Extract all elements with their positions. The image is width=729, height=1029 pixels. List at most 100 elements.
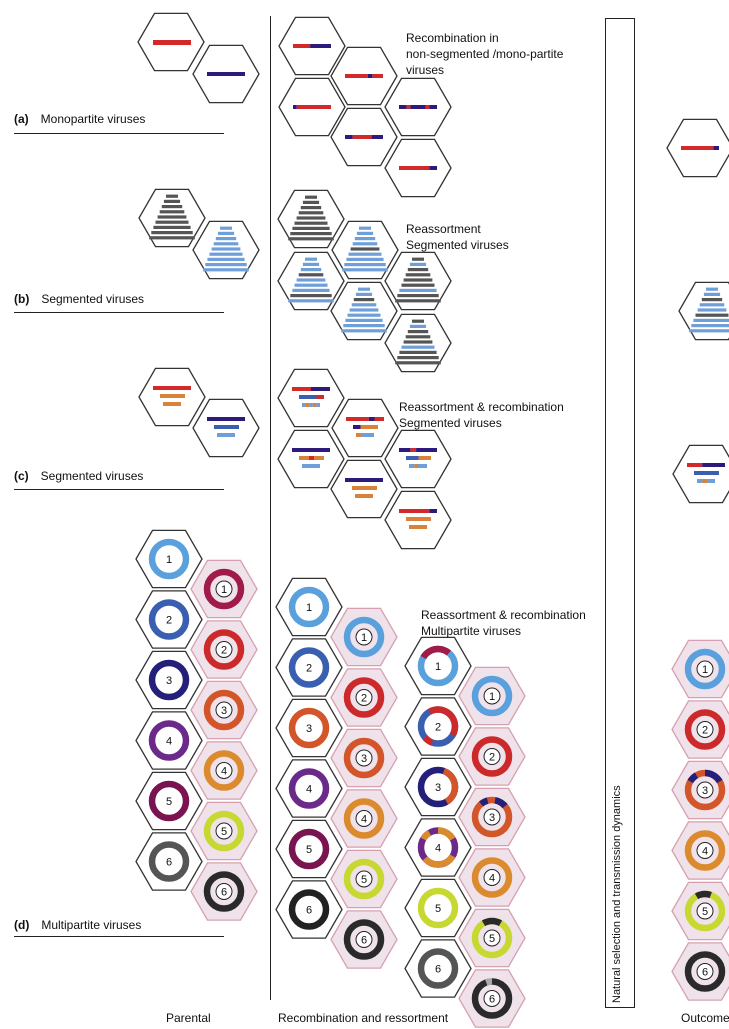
hexagon-outline	[404, 939, 472, 998]
recombinant-pink-hex-d6-ring: 6	[471, 978, 513, 1019]
segment-bar	[356, 231, 374, 235]
genome-ring	[203, 810, 245, 852]
segment-bar	[349, 308, 379, 312]
outcome-hex-d2-ring: 2	[684, 709, 726, 750]
section-c-letter: (c)	[14, 469, 29, 483]
recombinant-hex-d2	[404, 697, 472, 756]
genome-ring	[684, 709, 726, 750]
segment-bar	[207, 257, 245, 261]
section-a-rule	[14, 133, 224, 134]
segment-number: 3	[221, 705, 227, 717]
annotation-a-line3: viruses	[406, 63, 445, 77]
segment-bar	[403, 278, 433, 282]
segment-bar	[292, 448, 330, 452]
recombinant-hex-c6	[384, 490, 452, 550]
segment-bar	[409, 324, 427, 328]
recombinant-hex-d2-ring: 2	[417, 706, 459, 747]
hexagon-outline	[404, 757, 472, 817]
reassortant-hex-d2	[275, 638, 343, 697]
ring-recombinant-segment	[485, 978, 493, 986]
section-c-label: (c)Segmented viruses	[14, 469, 143, 483]
segment-bar	[699, 303, 725, 307]
section-d-text: Multipartite viruses	[41, 918, 142, 932]
segment-bar	[161, 205, 183, 209]
segment-number-circle	[215, 762, 233, 779]
segment-bar	[290, 294, 332, 298]
segment-number: 2	[361, 693, 367, 705]
genome-bar	[153, 40, 191, 45]
segment-bar	[305, 195, 317, 199]
segment-bar	[166, 194, 178, 198]
outcome-hex-d3-ring: 3	[684, 769, 726, 811]
section-d-rule	[14, 936, 224, 937]
outcome-hex-c	[672, 444, 729, 504]
genome-bar	[713, 146, 719, 150]
segment-number-circle	[355, 628, 373, 646]
segment-number-circle	[355, 931, 373, 948]
segment-number: 6	[221, 887, 227, 899]
reassortant-pink-hex-d2-ring: 2	[343, 677, 385, 718]
segment-number: 3	[306, 723, 312, 735]
segment-bar	[305, 257, 317, 261]
genome-bar	[372, 74, 383, 78]
segment-bar	[294, 221, 328, 225]
segment-number: 4	[361, 814, 367, 826]
segment-number: 1	[489, 691, 495, 703]
footer-recombination: Recombination and ressortment	[278, 1011, 449, 1025]
parental-hex-d4-ring: 4	[148, 720, 190, 761]
segment-number-circle	[215, 641, 233, 658]
segment-bar	[399, 448, 411, 452]
segment-bar	[344, 263, 386, 267]
segment-bar	[302, 200, 320, 204]
segment-number: 6	[702, 967, 708, 979]
reassortant-hex-d3	[275, 698, 343, 758]
segment-number: 1	[435, 661, 441, 673]
segment-bar	[300, 206, 322, 210]
segment-number-circle	[355, 810, 373, 827]
recombinant-hex-d5	[404, 878, 472, 938]
segment-bar	[418, 464, 427, 468]
segment-bar	[352, 242, 378, 246]
hexagon-outline	[404, 818, 472, 877]
parental-hex-d2-ring: 2	[148, 599, 190, 640]
reassortant-hex-d1	[275, 577, 343, 637]
reassortant-pink-hex-d4-ring: 4	[343, 798, 385, 839]
recombinant-hex-d3-ring: 3	[417, 766, 459, 808]
segment-bar	[311, 387, 330, 391]
section-b-text: Segmented viruses	[41, 292, 145, 306]
parental-pink-hex-d4-ring: 4	[203, 750, 245, 791]
segment-number: 2	[306, 663, 312, 675]
reassortant-pink-hex-d6-ring: 6	[343, 919, 385, 960]
section-a-label: (a)Monopartite viruses	[14, 112, 145, 126]
segment-bar	[296, 278, 326, 282]
parental-hex-c2	[192, 398, 260, 458]
genome-ring	[471, 796, 513, 838]
segment-bar	[151, 231, 193, 235]
segment-bar	[409, 525, 427, 529]
segment-bar	[215, 237, 237, 241]
reassortant-hex-b6	[384, 313, 452, 373]
segment-bar	[149, 236, 195, 240]
segment-bar	[691, 324, 729, 328]
segment-bar	[703, 292, 721, 296]
recombinant-hex-a4	[384, 77, 452, 137]
genome-bar	[399, 105, 407, 109]
outcome-hex-d5-ring: 5	[684, 890, 726, 932]
segment-bar	[697, 308, 727, 312]
segment-bar	[302, 464, 320, 468]
segment-bar	[294, 283, 328, 287]
segment-bar	[707, 479, 715, 483]
genome-ring	[148, 841, 190, 882]
hexagon-outline	[275, 759, 343, 818]
section-d-letter: (d)	[14, 918, 30, 932]
segment-number: 5	[306, 844, 312, 856]
outcome-hex-b	[678, 281, 729, 341]
segment-bar	[211, 247, 241, 251]
segment-number-circle	[483, 990, 501, 1007]
segment-bar	[405, 273, 431, 277]
column-separator	[270, 16, 271, 1000]
segment-number: 1	[702, 664, 708, 676]
segment-bar	[352, 486, 377, 490]
segment-bar	[302, 262, 320, 266]
segment-number: 3	[166, 675, 172, 687]
